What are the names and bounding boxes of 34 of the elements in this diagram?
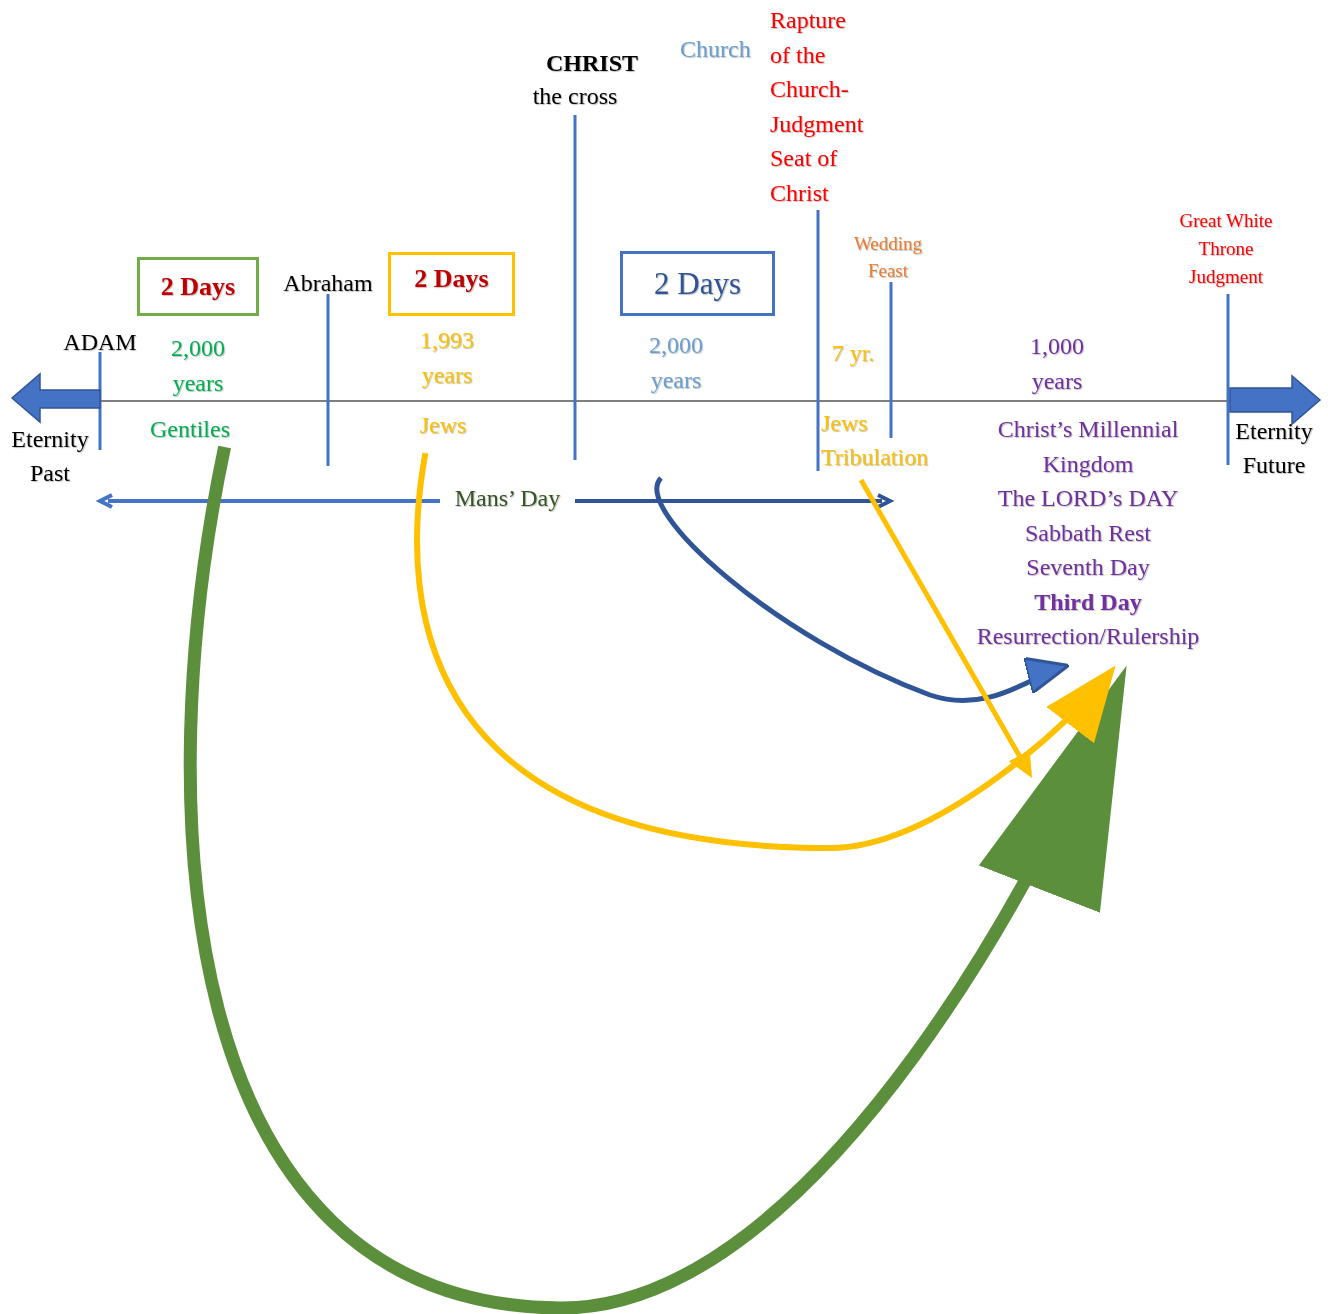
period-box [137,257,259,316]
box-label: 2 Days [160,270,236,303]
box-label: 2 Days [654,264,741,303]
eternity-label: Eternity Past [10,425,90,488]
timeline-label: Christ’s Millennial Kingdom [996,415,1180,479]
event-label: Great White Throne Judgment [1178,209,1274,289]
timeline-label: Gentiles [149,415,231,444]
timeline-label: Jews Tribulation [821,409,930,472]
box-label: 2 Days [414,263,489,295]
event-label: Abraham [282,269,374,298]
timeline-label: The LORD’s DAY [996,484,1180,513]
duration-label: 1,000 years [1029,332,1085,396]
timeline-label: Sabbath Rest [1024,518,1152,548]
timeline-label: 2,000 years [648,331,704,395]
duration-label: 2,000 years [170,334,226,398]
eternity-label: Eternity Future [1234,417,1314,480]
timeline-label: Resurrection/Rulership [975,622,1201,651]
arrow [858,478,1033,778]
timeline-label: Jews [418,411,468,440]
event-label: Wedding Feast [852,232,924,283]
event-label: Rapture of the Church- Judgment Seat of Christ [770,6,865,208]
period-box [620,251,775,316]
event-label: the cross [531,82,619,111]
period-label: Church [680,35,752,64]
period-box [388,252,515,316]
timeline-label: Seventh Day [1025,553,1151,582]
duration-label: 1,993 years [419,326,475,390]
event-label: CHRIST [545,49,639,78]
timeline-label: Third Day [1033,587,1143,617]
curved-arrow [184,445,1128,1314]
event-label: ADAM [62,328,138,357]
curved-arrow [654,477,1070,703]
curved-arrow [414,452,1117,851]
duration-label: 7 yr. [830,339,876,368]
